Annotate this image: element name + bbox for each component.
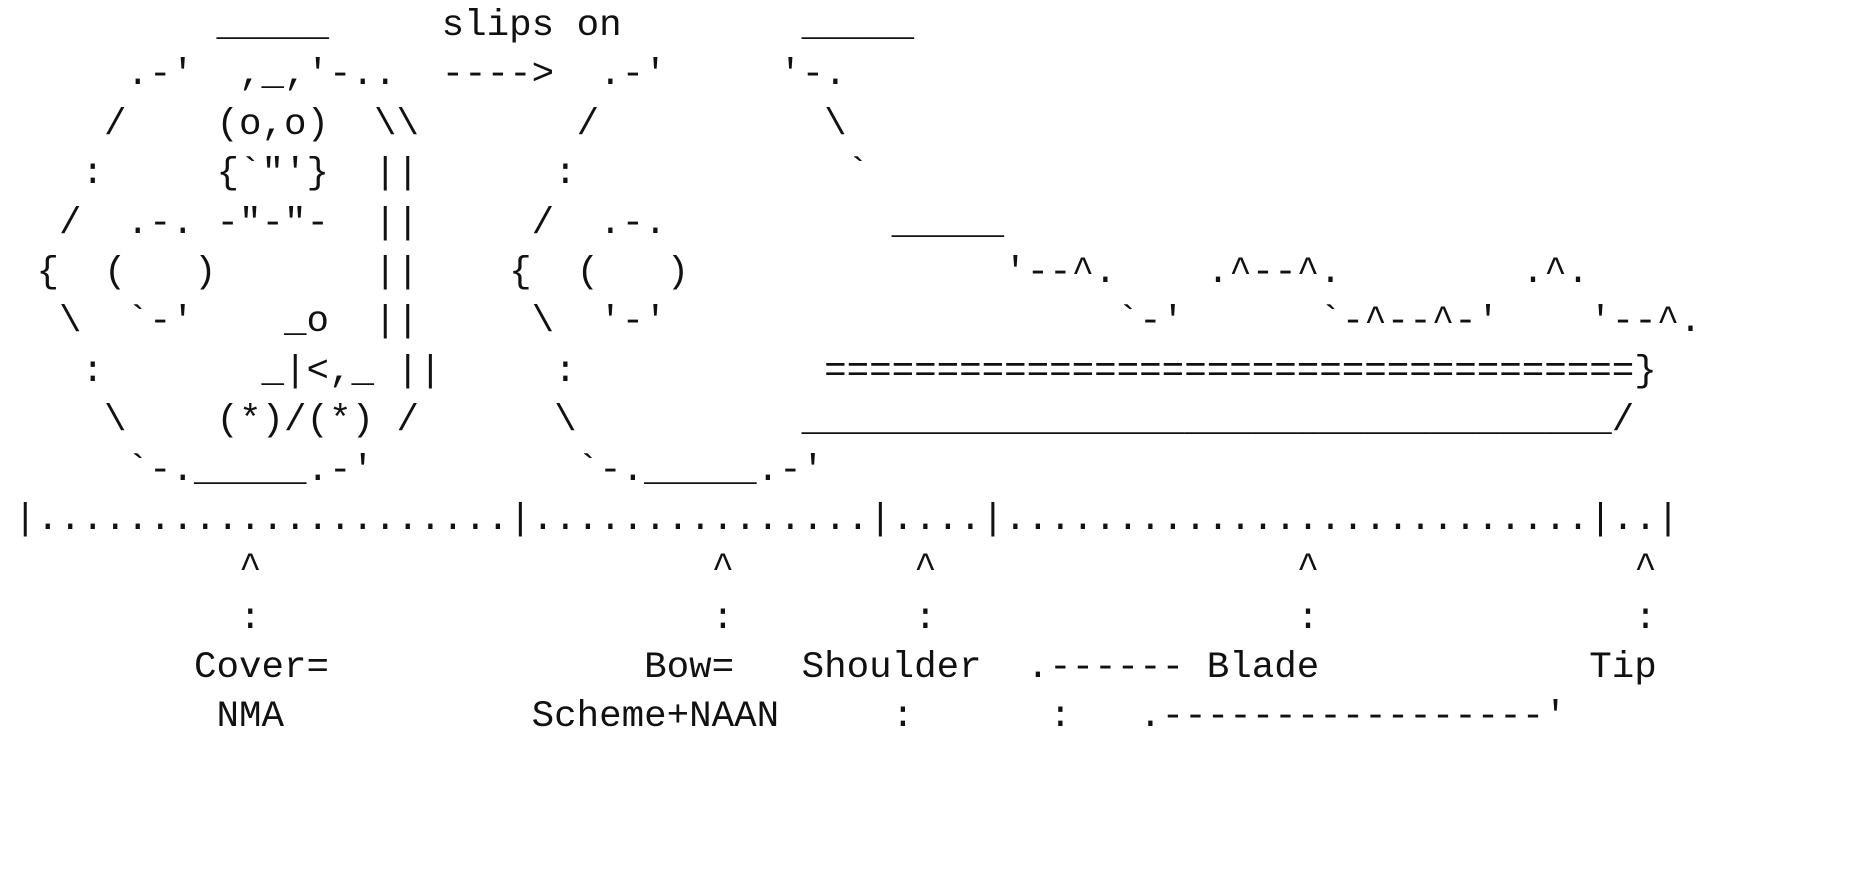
diagram-line-arrow: .-' ,_,'-.. ----> .-' '-. [14,54,847,97]
diagram-line-blade-edge: : _|<,_ || : ===========================… [14,350,1657,393]
diagram-line-owl-beak: : {`"'} || : ` [14,153,870,196]
diagram-pointer-stems: : : : : : [14,597,1657,640]
diagram-line-blade-base: \ (*)/(*) / \ __________________________… [14,400,1635,443]
diagram-pointers: ^ ^ ^ ^ ^ [14,548,1657,591]
diagram-line-bow-bottom: `-._____.-' `-._____.-' [14,449,825,492]
diagram-part-labels: Cover= Bow= Shoulder .------ Blade Tip [14,647,1657,690]
ark-key-ascii-diagram: _____ slips on _____ .-' ,_,'-.. ----> .… [14,2,1702,743]
diagram-line-key-teeth-bottom: \ `-' _o || \ '-' `-' `-^--^-' '--^. [14,301,1702,344]
diagram-part-sublabels: NMA Scheme+NAAN : : .-----------------' [14,696,1567,739]
diagram-ruler: |.....................|...............|.… [14,498,1680,541]
diagram-line-owl-face: / (o,o) \\ / \ [14,103,847,146]
diagram-line-key-teeth-top: { ( ) || { ( ) '--^. .^--^. .^. [14,251,1590,294]
diagram-line-slips-on: _____ slips on _____ [14,5,915,47]
diagram-line-key-shoulder: / .-. -"-"- || / .-. _____ [14,202,1005,245]
